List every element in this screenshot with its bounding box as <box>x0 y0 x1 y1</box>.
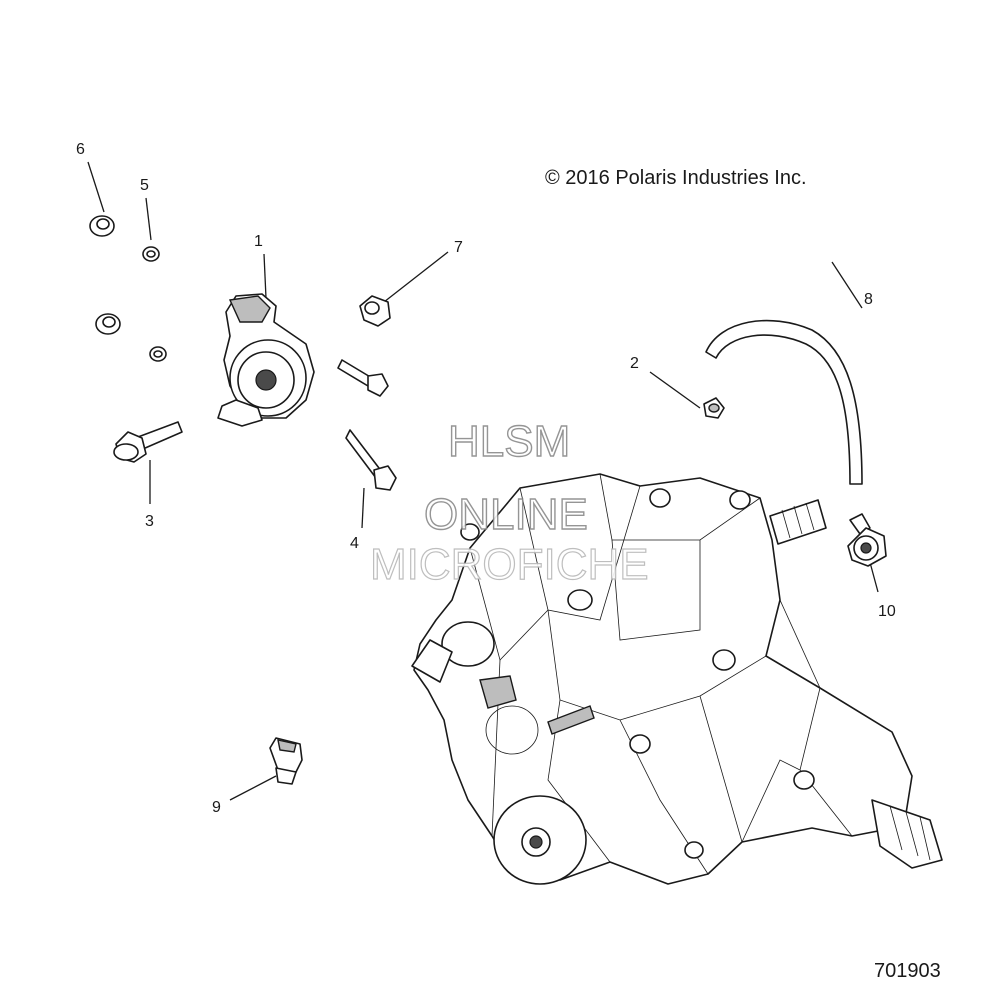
bolt-part <box>345 429 397 491</box>
connector-clip-part <box>269 737 303 785</box>
callout-2: 2 <box>630 355 639 372</box>
callout-1: 1 <box>254 233 263 250</box>
watermark-line-1: HLSM <box>447 416 571 466</box>
watermark-line-2: ONLINE <box>423 489 588 539</box>
sensor-part <box>217 293 315 427</box>
callout-5: 5 <box>140 177 149 194</box>
reference-number: 701903 <box>874 960 941 982</box>
callout-7: 7 <box>454 239 463 256</box>
flange-nut-part <box>89 215 115 237</box>
callout-4: 4 <box>350 535 359 552</box>
vent-hose-part <box>705 319 863 485</box>
bolt-part <box>337 359 389 397</box>
copyright-text: © 2016 Polaris Industries Inc. <box>545 167 807 189</box>
callout-10: 10 <box>878 603 896 620</box>
watermark-line-3: MICROFICHE <box>369 539 649 589</box>
plug-part <box>359 295 391 327</box>
callout-8: 8 <box>864 291 873 308</box>
callout-9: 9 <box>212 799 221 816</box>
long-flange-bolt-part <box>113 421 183 463</box>
vent-fitting-part <box>847 513 887 567</box>
flange-nut-part <box>95 313 121 335</box>
clamp-part <box>703 397 725 419</box>
leader-lines <box>87 161 879 801</box>
callout-6: 6 <box>76 141 85 158</box>
callout-3: 3 <box>145 513 154 530</box>
lock-washer-part <box>149 346 167 362</box>
lock-washer-part <box>142 246 160 262</box>
transmission-housing <box>411 473 943 885</box>
